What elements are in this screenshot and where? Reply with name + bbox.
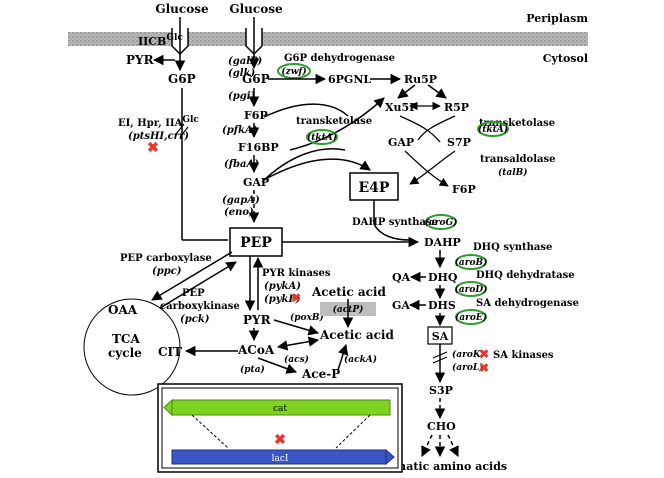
fbaa-gene: (fbaA) [224,159,259,170]
pyr-top: PYR [126,53,155,67]
zwf-gene: (zwf) [281,66,306,77]
galp-gene: (galP) [228,56,263,67]
arol-gene: (aroL) [452,362,483,373]
pts-genes: (ptsHI,crr) [128,131,189,142]
pck-gene: (pck) [180,314,210,325]
f6p-node: F6P [244,109,268,122]
f6p-ppp-node: F6P [452,183,476,196]
acka-gene: (ackA) [344,354,377,365]
knockout-inset-icon: ✖ [274,432,286,448]
ga-node: GA [392,299,410,312]
glk-gene: (glk) [228,68,255,79]
cat-label: cat [273,404,287,414]
laci-label: lacI [272,454,289,464]
e4p-node: E4P [359,180,390,196]
pgi-gene: (pgi) [228,91,256,102]
dhs-node: DHS [428,299,456,312]
cycle-label: cycle [108,346,142,360]
periplasm-label: Periplasm [526,12,588,25]
tkta-mid-gene: (tktA) [307,132,337,143]
sa-node: SA [432,330,449,343]
pep-box [229,227,283,257]
sa-kinases-label: SA kinases [493,350,554,361]
ru5p-node: Ru5P [404,73,437,86]
pyr-kinases-label: PYR kinases [262,268,331,279]
f16bp-node: F16BP [238,141,279,154]
gap-node: GAP [243,176,269,189]
tkta-right-gene: (tktA) [478,124,508,135]
sa-dehydrogenase-label: SA dehydrogenase [476,298,579,309]
glucose-left: Glucose [155,2,209,16]
poxb-gene: (poxB) [290,312,324,323]
r5p-node: R5P [444,101,469,114]
cho-node: CHO [427,420,456,433]
knockout-pts-icon: ✖ [147,140,159,156]
dahp-synthase-label: DAHP synthase [352,217,438,228]
pts-label: EI, Hpr, IIAGlc [118,115,199,129]
glucose-right: Glucose [229,2,283,16]
dhq-node: DHQ [428,271,458,284]
acs-gene: (acs) [284,354,309,365]
membrane-bar [68,32,588,46]
acoa-node: ACoA [237,343,275,357]
acetic-acid-node: Acetic acid [319,328,394,342]
e4p-box [349,172,399,201]
pep-carboxykinase-label-2: carboxykinase [160,301,240,312]
ppc-gene: (ppc) [152,266,182,277]
dahp-node: DAHP [424,236,461,249]
arod-ring [455,281,487,297]
6pgnl-node: 6PGNL [328,73,371,86]
arod-gene: (aroD) [455,284,488,295]
zwf-ring [277,63,311,79]
arob-ring [455,254,487,270]
pykf-gene: (pykF) [264,294,301,305]
cit-node: CIT [158,345,182,359]
s7p-node: S7P [447,136,471,149]
acep-node: Ace-P [301,367,340,381]
arob-gene: (aroB) [455,257,488,268]
g6p-dehydrogenase-label: G6P dehydrogenase [284,53,395,64]
s3p-node: S3P [429,384,453,397]
iicb-label: IICBGlc [138,33,183,48]
arog-gene: (aroG) [425,217,458,228]
xu5p-node: Xu5P [385,101,417,114]
g6p-left: G6P [168,72,196,86]
gap-ppp-node: GAP [388,136,414,149]
tca-label: TCA [112,332,140,346]
arog-ring [425,214,457,230]
dhq-dehydratase-label: DHQ dehydratase [476,270,575,281]
knockout-arol-icon: ✖ [479,361,489,375]
aroe-gene: (aroE) [455,312,487,323]
tkta-mid-ring [306,129,338,145]
dhq-synthase-label: DHQ synthase [473,242,552,253]
pep-node: PEP [240,235,272,251]
acetic-acid-ext: Acetic acid [311,285,386,299]
cytosol-label: Cytosol [543,52,588,65]
transketolase-mid-label: transketolase [296,116,372,127]
tkta-right-ring [477,121,509,137]
knockout-pykf-icon: ✖ [291,291,301,305]
knockout-arok-icon: ✖ [479,347,489,361]
pyr-node: PYR [243,313,272,327]
gapa-gene: (gapA) [222,195,260,206]
arok-gene: (aroK) [452,349,485,360]
qa-node: QA [392,271,411,284]
pep-carboxykinase-label-1: PEP [182,288,205,299]
transaldolase-label: transaldolase [480,154,555,165]
aromatic-amino-acids: Aromatic amino acids [372,460,507,473]
pta-gene: (pta) [240,364,265,375]
pfka-gene: (pfkA) [222,125,258,136]
eno-gene: (eno) [224,207,254,218]
g6p-node: G6P [242,72,270,86]
oaa-node: OAA [108,303,138,317]
aroe-ring [455,309,487,325]
talb-gene: (talB) [498,167,528,178]
transketolase-right-label: transketolase [479,118,555,129]
pep-carboxylase-label: PEP carboxylase [120,253,212,264]
pyka-gene: (pykA) [264,281,301,292]
tca-circle [83,298,181,396]
